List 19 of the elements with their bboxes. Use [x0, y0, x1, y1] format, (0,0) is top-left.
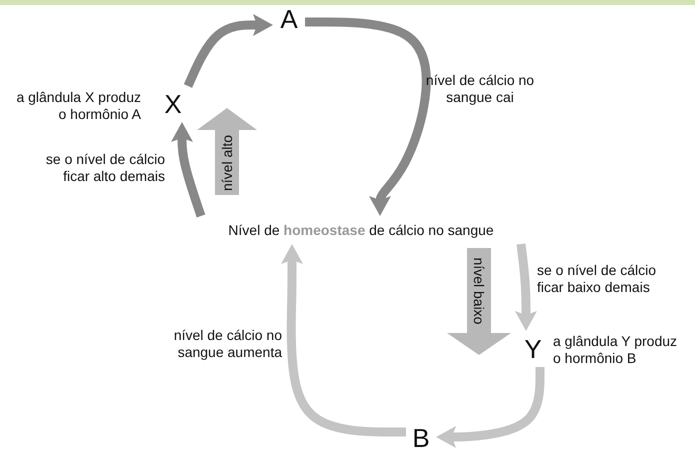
curved-arrow: [184, 14, 273, 88]
edge-label: se o nível de cálcio ficar baixo demais: [537, 262, 658, 296]
curved-arrow: [171, 122, 206, 218]
arrow-label: nível baixo: [471, 257, 487, 324]
edge-label: nível de cálcio no sangue aumenta: [172, 327, 282, 361]
edge-label: se o nível de cálcio ficar alto demais: [44, 151, 165, 185]
curved-arrow: [515, 243, 537, 331]
node-note: a glândula X produz o hormônio A: [15, 89, 141, 123]
node-note: a glândula Y produz o hormônio B: [553, 333, 678, 367]
edge-label: nível de cálcio no sangue cai: [425, 72, 535, 106]
arrow-label: nível alto: [219, 134, 235, 191]
curved-arrow: [436, 367, 544, 448]
letter-label: B: [411, 424, 431, 450]
letter-label: X: [163, 90, 183, 118]
curved-arrow: [281, 244, 406, 436]
curved-arrow: [305, 18, 431, 216]
center-text: Nível de homeostase de cálcio no sangue: [227, 221, 495, 240]
letter-label: Y: [523, 335, 543, 363]
letter-label: A: [279, 5, 299, 33]
